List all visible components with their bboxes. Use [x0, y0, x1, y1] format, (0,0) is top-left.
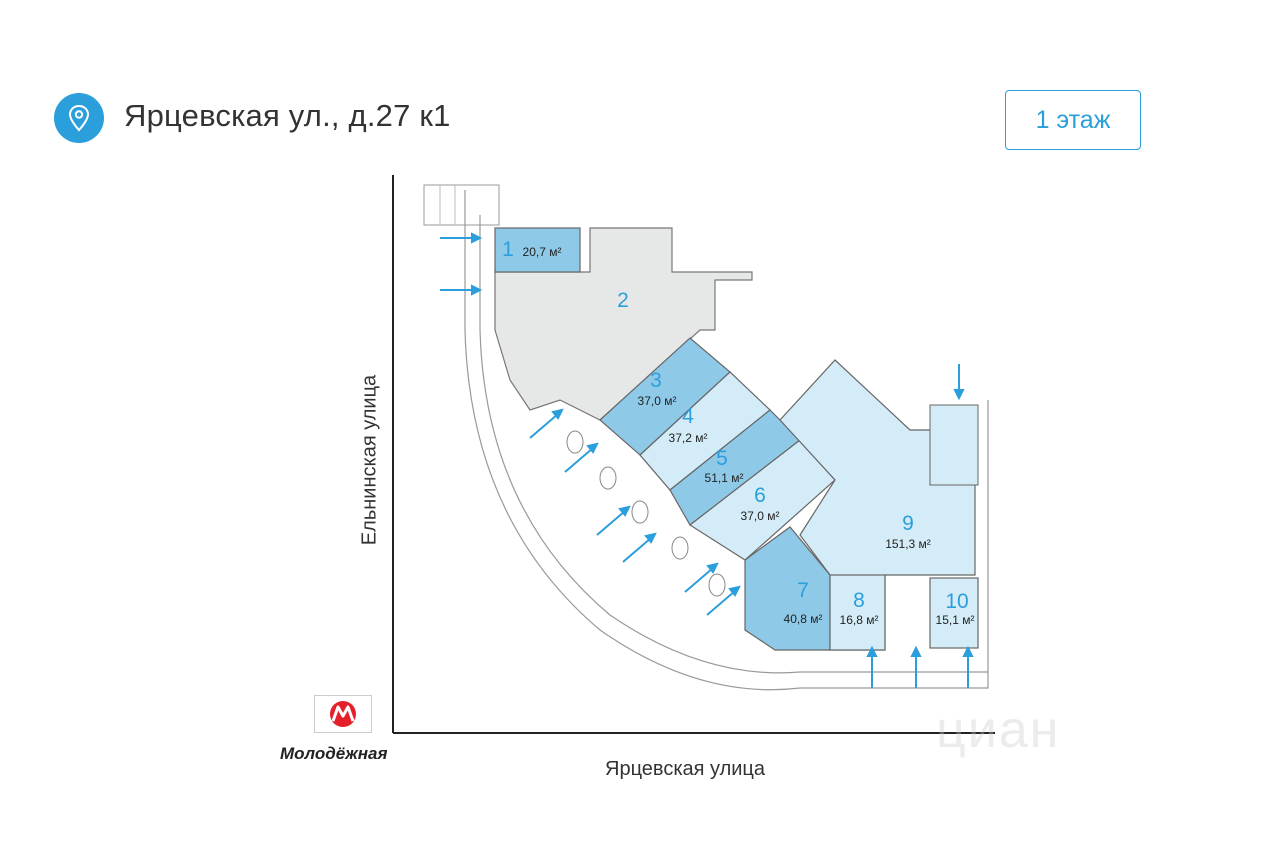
floor-button[interactable]: 1 этаж [1005, 90, 1141, 150]
room-6-number: 6 [754, 484, 766, 507]
room-9-number: 9 [902, 512, 914, 535]
room-9-area: 151,3 м² [885, 537, 931, 551]
room-5-area: 51,1 м² [705, 471, 744, 485]
room-7-area: 40,8 м² [784, 612, 823, 626]
address-title: Ярцевская ул., д.27 к1 [124, 98, 451, 133]
service-block [929, 404, 979, 486]
room-1-number: 1 [502, 238, 514, 261]
entrance-arrows [440, 232, 974, 688]
room-7-number: 7 [797, 579, 809, 602]
room-8-area: 16,8 м² [840, 613, 879, 627]
room-3-area: 37,0 м² [638, 394, 677, 408]
room-2-shape [494, 227, 753, 421]
room-10-area: 15,1 м² [936, 613, 975, 627]
room-8-number: 8 [853, 589, 865, 612]
location-pin-icon [54, 93, 104, 143]
watermark: циан [936, 701, 1061, 759]
room-2-number: 2 [617, 289, 629, 312]
metro-station-name: Молодёжная [280, 744, 388, 763]
room-10-shape [929, 577, 979, 649]
room-1-area: 20,7 м² [523, 245, 562, 259]
room-5-number: 5 [716, 447, 728, 470]
room-6-area: 37,0 м² [741, 509, 780, 523]
building-inner-outline [479, 215, 988, 674]
room-4-area: 37,2 м² [669, 431, 708, 445]
building-outline [464, 190, 989, 691]
street-label-bottom: Ярцевская улица [605, 758, 765, 780]
room-4-number: 4 [682, 405, 694, 428]
street-label-left: Ельнинская улица [358, 374, 381, 546]
room-1-shape [494, 227, 581, 273]
room-10-number: 10 [945, 590, 968, 613]
room-8-shape [829, 574, 886, 651]
entrance-stairs [423, 184, 500, 226]
room-3-number: 3 [650, 369, 662, 392]
metro-logo-icon [314, 695, 372, 733]
